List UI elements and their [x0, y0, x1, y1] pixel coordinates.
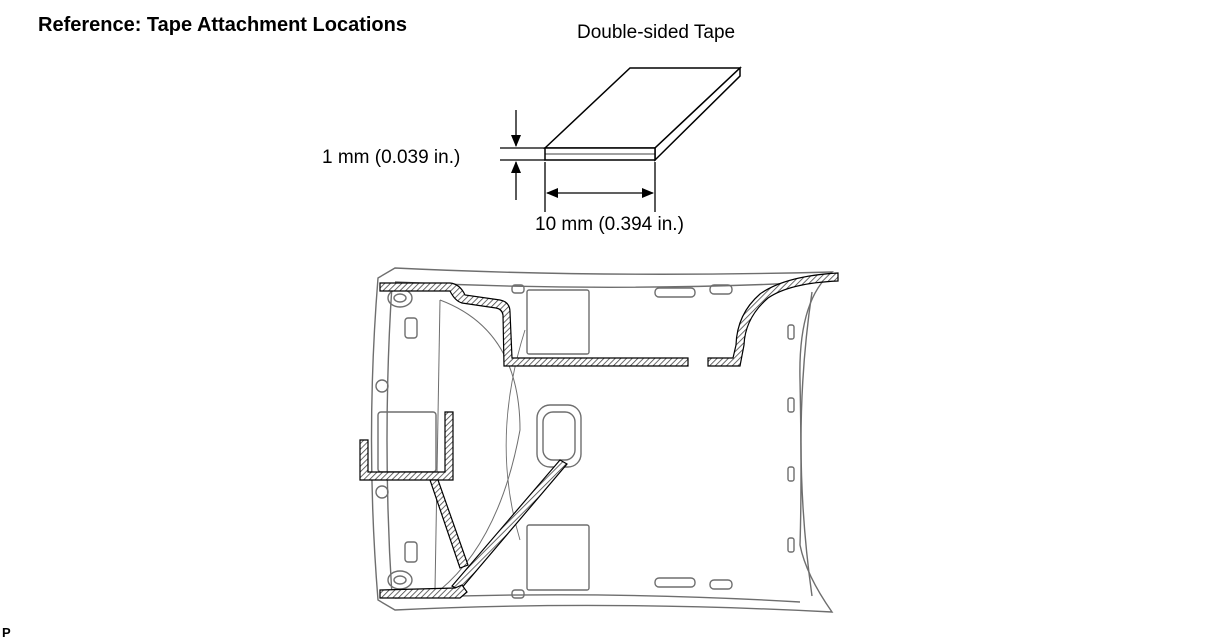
tape-strips [359, 272, 839, 599]
tape-strip-left-bracket [359, 411, 454, 481]
thickness-dimension-label: 1 mm (0.039 in.) [322, 147, 461, 168]
tape-illustration [543, 66, 742, 162]
headliner-outline [370, 267, 835, 613]
tape-strip-top-right [707, 272, 839, 367]
page-title: Reference: Tape Attachment Locations [38, 14, 407, 36]
tape-strip-bottom [379, 584, 468, 599]
tape-strip-top-left [379, 282, 689, 367]
corner-mark: P [2, 625, 11, 640]
width-dimension-label: 10 mm (0.394 in.) [535, 214, 684, 235]
thickness-dimension [500, 110, 545, 200]
tape-label: Double-sided Tape [577, 22, 736, 43]
tape-strip-diagonal-left [429, 479, 469, 569]
width-dimension [544, 162, 656, 212]
